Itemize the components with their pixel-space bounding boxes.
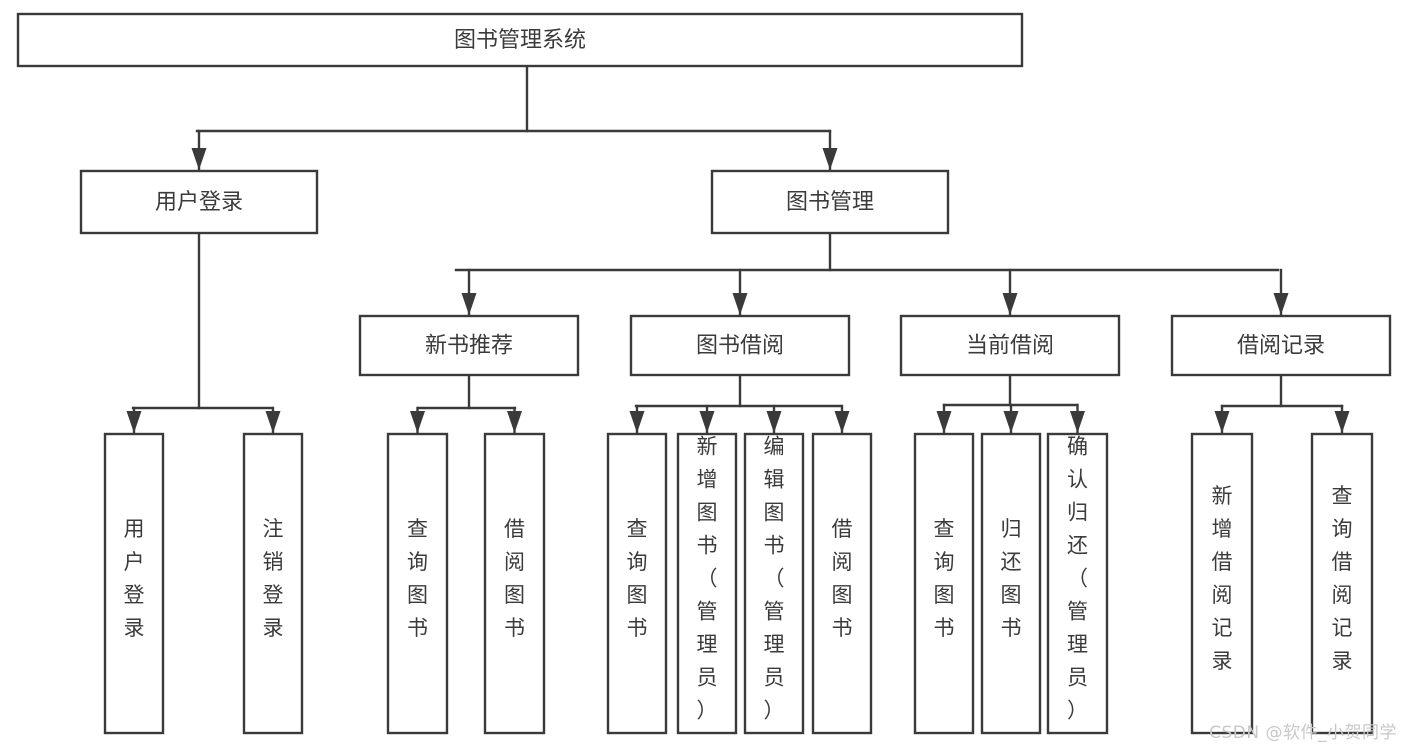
node-label: 用户登录 [155, 190, 243, 215]
connector-layer [126, 64, 1350, 434]
node-borrow-records[interactable]: 借阅记录 [1170, 314, 1392, 377]
node-label: 图书管理 [786, 190, 874, 215]
node-label: 查询图书 [407, 517, 428, 640]
edge-to-user-login [191, 129, 207, 171]
edge-to-leaf-edit-book-admin [766, 404, 782, 434]
node-leaf-user-login[interactable]: 用户登录 [103, 432, 165, 735]
node-leaf-query-books-recommend[interactable]: 查询图书 [386, 432, 449, 735]
node-user-login[interactable]: 用户登录 [79, 169, 319, 235]
node-label: 确认归还（管理员） [1067, 435, 1088, 723]
node-label: 查询图书 [627, 517, 648, 640]
node-label: 查询借阅记录 [1332, 484, 1353, 673]
node-book-borrow[interactable]: 图书借阅 [629, 314, 851, 377]
connector-bar-new-book-recommend [416, 373, 517, 410]
edge-to-borrow-records [1273, 268, 1289, 316]
node-label: 注销登录 [263, 517, 284, 640]
node-label: 新书推荐 [425, 334, 513, 359]
node-leaf-add-borrow-record[interactable]: 新增借阅记录 [1190, 432, 1254, 735]
edge-to-current-borrow [1002, 268, 1018, 316]
node-leaf-edit-book-admin[interactable]: 编辑图书（管理员） [743, 432, 805, 735]
node-leaf-borrow-books-recommend[interactable]: 借阅图书 [483, 432, 546, 735]
node-label: 编辑图书（管理员） [764, 435, 785, 723]
node-leaf-query-books-borrow[interactable]: 查询图书 [606, 432, 668, 735]
connector-bar-root [195, 64, 832, 133]
connector-bar-borrow-records [1220, 373, 1344, 408]
node-leaf-borrow-books-borrow[interactable]: 借阅图书 [811, 432, 873, 735]
node-label: 当前借阅 [966, 334, 1054, 359]
node-leaf-logout[interactable]: 注销登录 [242, 432, 304, 735]
edge-to-leaf-borrow-books-borrow [834, 404, 850, 434]
node-label: 借阅记录 [1237, 334, 1325, 359]
node-label: 图书管理系统 [454, 28, 586, 53]
edge-to-book-management [822, 129, 838, 171]
connector-bar-book-management [454, 231, 1280, 272]
node-book-management[interactable]: 图书管理 [710, 169, 950, 235]
edge-to-leaf-logout [265, 406, 281, 434]
node-label: 借阅图书 [504, 517, 525, 640]
node-label: 归还图书 [1001, 517, 1022, 640]
connector-bar-user-login [131, 231, 274, 410]
connector-bar-current-borrow [942, 373, 1079, 407]
edge-to-leaf-return-books [1003, 403, 1019, 434]
edge-to-new-book-recommend [461, 268, 477, 316]
connector-bar-book-borrow [634, 373, 843, 408]
edge-to-leaf-query-books-current [936, 403, 952, 434]
node-label: 新增图书（管理员） [697, 435, 718, 723]
edge-to-leaf-query-borrow-record [1334, 404, 1350, 434]
node-leaf-return-books[interactable]: 归还图书 [980, 432, 1042, 735]
edge-to-book-borrow [732, 268, 748, 316]
edge-to-leaf-query-books-borrow [629, 404, 645, 434]
node-layer: 图书管理系统用户登录图书管理新书推荐图书借阅当前借阅借阅记录用户登录注销登录查询… [16, 12, 1392, 735]
node-label: 图书借阅 [696, 334, 784, 359]
node-root[interactable]: 图书管理系统 [16, 12, 1024, 68]
edge-to-leaf-add-book-admin [699, 404, 715, 434]
edge-to-leaf-add-borrow-record [1214, 404, 1230, 434]
node-label: 新增借阅记录 [1212, 484, 1233, 673]
node-label: 查询图书 [934, 517, 955, 640]
node-leaf-query-borrow-record[interactable]: 查询借阅记录 [1310, 432, 1374, 735]
edge-to-leaf-confirm-return-admin [1070, 403, 1085, 434]
node-current-borrow[interactable]: 当前借阅 [899, 314, 1121, 377]
node-label: 借阅图书 [832, 517, 853, 640]
node-leaf-query-books-current[interactable]: 查询图书 [913, 432, 975, 735]
node-leaf-add-book-admin[interactable]: 新增图书（管理员） [676, 432, 738, 735]
node-leaf-confirm-return-admin[interactable]: 确认归还（管理员） [1046, 432, 1109, 735]
edge-to-leaf-borrow-books-recommend [507, 406, 522, 434]
edge-to-leaf-query-books-recommend [410, 406, 425, 434]
node-label: 用户登录 [124, 517, 145, 640]
node-new-book-recommend[interactable]: 新书推荐 [358, 314, 580, 377]
edge-to-leaf-user-login [126, 406, 142, 434]
